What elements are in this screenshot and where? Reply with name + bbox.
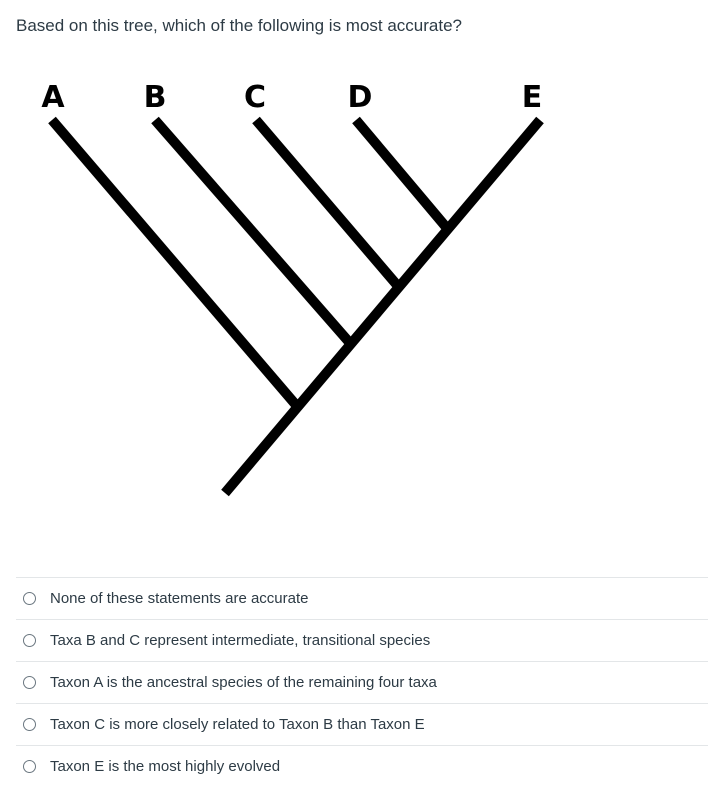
- tip-label-e: E: [522, 80, 543, 115]
- answer-label: None of these statements are accurate: [50, 590, 309, 607]
- answer-label: Taxa B and C represent intermediate, tra…: [50, 632, 431, 649]
- radio-button[interactable]: [23, 634, 36, 647]
- branch-d: [352, 116, 450, 231]
- answer-label: Taxon C is more closely related to Taxon…: [50, 716, 425, 733]
- radio-button[interactable]: [23, 760, 36, 773]
- answer-option[interactable]: Taxon C is more closely related to Taxon…: [16, 703, 708, 745]
- answer-label: Taxon A is the ancestral species of the …: [50, 674, 437, 691]
- phylogenetic-tree: A B C D E: [0, 70, 708, 510]
- answer-list: None of these statements are accurate Ta…: [16, 577, 708, 787]
- answer-option[interactable]: Taxon E is the most highly evolved: [16, 745, 708, 787]
- branch-a: [48, 116, 300, 409]
- answer-option[interactable]: Taxon A is the ancestral species of the …: [16, 661, 708, 703]
- tip-label-c: C: [244, 80, 266, 115]
- question-text: Based on this tree, which of the followi…: [16, 16, 463, 35]
- tree-svg: A B C D E: [41, 80, 544, 497]
- tip-label-a: A: [41, 80, 65, 115]
- answer-label: Taxon E is the most highly evolved: [50, 758, 281, 775]
- radio-button[interactable]: [23, 676, 36, 689]
- answer-option[interactable]: None of these statements are accurate: [16, 577, 708, 619]
- answer-option[interactable]: Taxa B and C represent intermediate, tra…: [16, 619, 708, 661]
- branch-b: [151, 116, 353, 346]
- branch-e: [221, 116, 544, 497]
- radio-button[interactable]: [23, 592, 36, 605]
- tip-label-d: D: [348, 80, 373, 115]
- tip-label-b: B: [144, 80, 167, 115]
- branch-c: [252, 116, 401, 289]
- radio-button[interactable]: [23, 718, 36, 731]
